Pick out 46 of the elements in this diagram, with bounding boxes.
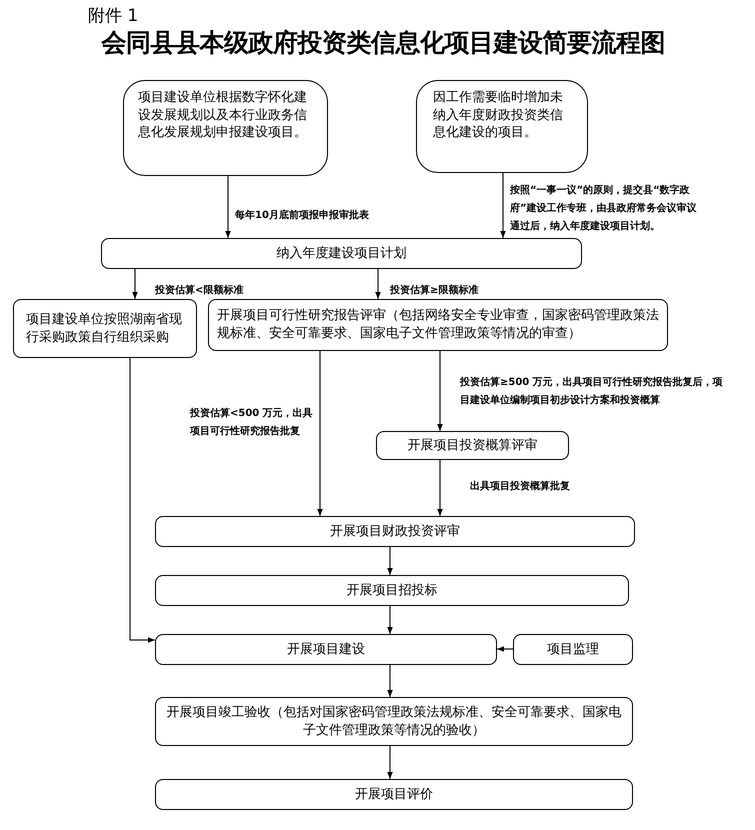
edge-label: 按照“一事一议”的原则，提交县“数字政府”建设工作专班，由县政府常务会议审议通过后，纳入年度建设项目计划。 [510, 183, 698, 234]
process-box [208, 299, 668, 351]
arrow [130, 358, 156, 643]
box-text: 开展项目评价 [354, 786, 434, 804]
edge-label: 投资估算≥限额标准 [390, 283, 480, 298]
arrow [387, 606, 393, 634]
process-box [123, 80, 328, 176]
box-text: 因工作需要临时增加未纳入年度财政投资类信息化建设的项目。 [433, 89, 564, 142]
attachment-label: 附件 1 [88, 5, 138, 27]
process-box [101, 238, 582, 269]
process-box [155, 575, 629, 606]
box-text: 开展项目招投标 [346, 582, 438, 600]
box-text: 纳入年度建设项目计划 [276, 244, 408, 262]
process-box [13, 299, 197, 358]
edge-label: 每年10月底前项报申报审批表 [235, 208, 370, 223]
arrow [387, 746, 393, 780]
process-box [155, 516, 635, 547]
arrow [387, 546, 393, 576]
box-text: 项目监理 [546, 640, 600, 658]
arrow [225, 176, 231, 238]
arrow [387, 664, 393, 698]
process-box [155, 634, 497, 665]
arrow [496, 646, 514, 652]
arrow [132, 268, 138, 300]
process-box [376, 431, 569, 460]
title: 会同县县本级政府投资类信息化项目建设简要流程图 [100, 27, 666, 59]
box-text: 开展项目可行性研究报告评审（包括网络安全专业审查，国家密码管理政策法规标准、安全可靠要求、国家电子文件管理政策等情况的审查） [217, 307, 659, 343]
arrow [317, 350, 323, 516]
arrow [437, 350, 443, 432]
arrow [437, 460, 443, 516]
box-text: 项目建设单位按照湖南省现行采购政策自行组织采购 [26, 310, 183, 346]
edge-label: 出具项目投资概算批复 [470, 480, 571, 494]
box-text: 开展项目竣工验收（包括对国家密码管理政策法规标准、安全可靠要求、国家电子文件管理政策等情况的验收） [166, 704, 622, 740]
box-text: 项目建设单位根据数字怀化建设发展规划以及本行业政务信息化发展规划申报建设项目。 [138, 89, 308, 142]
arrow [500, 172, 506, 238]
box-text: 开展项目财政投资评审 [329, 522, 461, 540]
box-text: 开展项目投资概算评审 [406, 436, 538, 454]
arrow [375, 268, 381, 300]
edge-label: 投资估算<限额标准 [155, 283, 244, 298]
process-box [513, 634, 633, 665]
edge-label: 投资估算<500 万元，出具项目可行性研究报告批复 [190, 406, 314, 439]
process-box [155, 779, 633, 810]
edge-label: 投资估算≥500 万元，出具项目可行性研究报告批复后，项目建设单位编制项目初步设计方案和投资概算 [460, 376, 724, 408]
process-box [416, 80, 588, 173]
box-text: 开展项目建设 [286, 640, 366, 658]
process-box [155, 697, 633, 746]
